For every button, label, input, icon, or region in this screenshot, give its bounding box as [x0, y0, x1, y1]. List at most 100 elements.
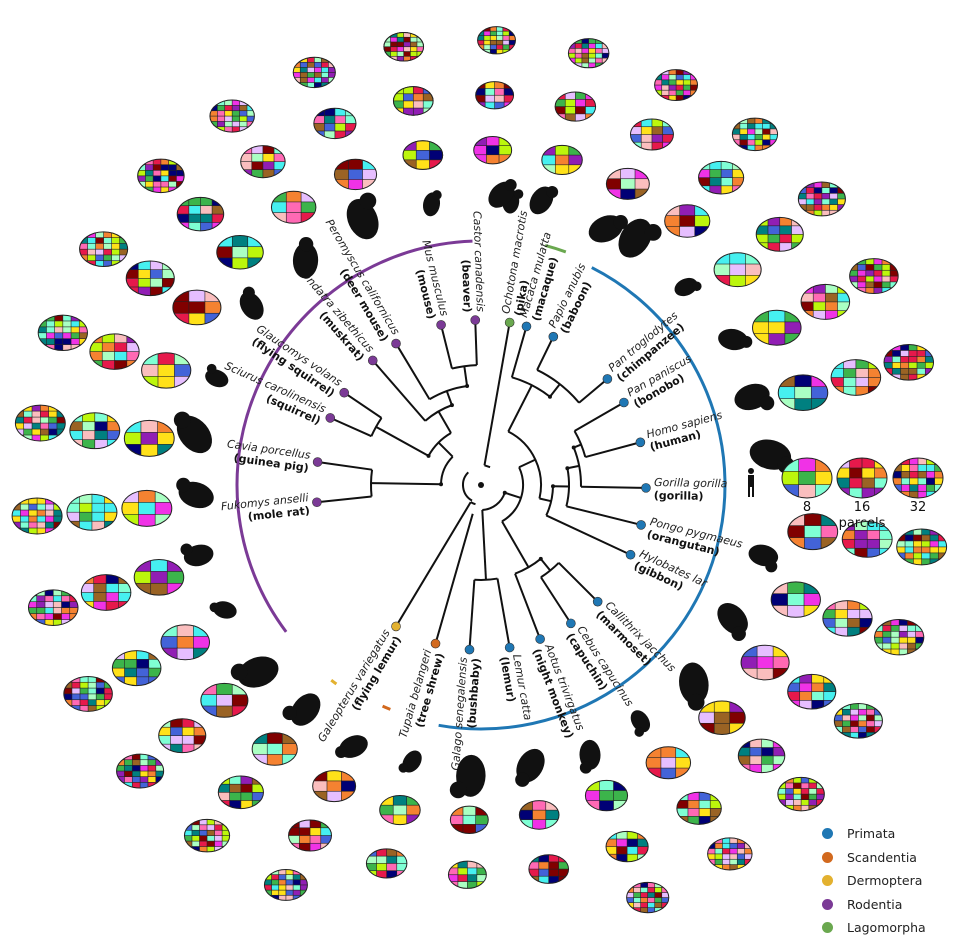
species-label: Tupaia belangeri(tree shrew) [397, 648, 447, 743]
tree-branch [497, 579, 509, 648]
tree-branch [537, 337, 553, 370]
tree-branch [447, 391, 452, 405]
tree-branch [376, 427, 428, 456]
legend-dot-dermoptera [822, 875, 833, 886]
animal-head-shape [688, 694, 705, 711]
parcel-count-32: 32 [910, 500, 927, 515]
tree-branch [317, 496, 372, 502]
species-dot [431, 639, 440, 648]
tree-node [565, 466, 569, 470]
tree-node [548, 395, 552, 399]
tree-node [439, 482, 443, 486]
species-dot [437, 320, 446, 329]
tree-branch [439, 411, 452, 433]
tree-branch [464, 366, 467, 386]
animal-head-shape [546, 186, 558, 198]
tree-branch [519, 460, 535, 468]
species-label: Fukomys anselli(mole rat) [220, 491, 310, 526]
tree-branch [502, 521, 529, 567]
species-label: Castor canadensis(beaver) [457, 211, 487, 313]
legend-dot-lagomorpha [822, 922, 833, 933]
order-legend: Primata Scandentia Dermoptera Rodentia L… [822, 822, 972, 940]
animal-head-shape [760, 396, 774, 410]
species-dot [471, 316, 480, 325]
species-dot [313, 458, 322, 467]
tree-branch [515, 574, 540, 639]
animal-head-shape [181, 543, 193, 555]
species-dot [368, 356, 377, 365]
animal-head-shape [645, 224, 662, 241]
legend-dot-scandentia [822, 852, 833, 863]
tree-branch [441, 457, 453, 485]
species-tips: Ochotona macrotis(pika)Macaca mulatta(ma… [218, 209, 745, 771]
tree-branch [441, 325, 452, 369]
parcel-count-8: 8 [803, 500, 811, 515]
animal-head-shape [515, 772, 529, 786]
tree-branch [344, 393, 381, 418]
animal-head-shape [432, 190, 442, 200]
common-name: (beaver) [459, 259, 474, 312]
species-label: Homo sapiens(human) [645, 408, 727, 453]
tree-branch [318, 462, 372, 470]
animal-head-shape [740, 336, 752, 348]
species-dot [392, 622, 401, 631]
tree-branch [541, 577, 571, 623]
species-dot [340, 388, 349, 397]
species-dot [626, 550, 635, 559]
animal-head-shape [399, 763, 409, 773]
species-dot [522, 322, 531, 331]
animal-head-shape [580, 762, 592, 774]
animal-head-shape [282, 706, 296, 720]
tree-branch [396, 344, 429, 400]
tree-root [478, 482, 484, 488]
species-dot [641, 483, 650, 492]
species-dot [536, 635, 545, 644]
legend-label: Scandentia [847, 850, 917, 865]
tree-branch [581, 487, 646, 488]
species-dot [593, 597, 602, 606]
legend-item-rodentia: Rodentia [822, 893, 972, 917]
animal-head-shape [299, 237, 313, 251]
animal-head-shape [176, 478, 190, 492]
tree-branch [439, 443, 453, 457]
animal-head-shape [243, 287, 255, 299]
animal-head-shape [174, 412, 191, 429]
legend-dot-rodentia [822, 899, 833, 910]
tree-node [450, 403, 454, 407]
tree-branch [436, 514, 473, 644]
species-label: Gorilla gorilla(gorilla) [654, 476, 728, 503]
tree-branch [463, 472, 472, 500]
species-dot [636, 438, 645, 447]
tree-node [572, 446, 576, 450]
tree-branch [482, 510, 486, 580]
species-dot [312, 498, 321, 507]
scientific-name: Gorilla gorilla [654, 476, 728, 490]
animal-head-shape [765, 560, 777, 572]
species-label: Lemur catta(lemur) [497, 653, 534, 724]
animal-head-shape [514, 189, 524, 199]
tree-branch [469, 580, 474, 650]
arc-scandentia [383, 706, 391, 709]
species-dot [549, 332, 558, 341]
tree-branch [505, 493, 521, 498]
tree-branch [559, 563, 598, 602]
species-dot [392, 339, 401, 348]
animal-head-shape [231, 664, 248, 681]
animal-head-shape [634, 727, 644, 737]
species-dot [619, 398, 628, 407]
species-dot [326, 413, 335, 422]
tree-branch [546, 515, 630, 554]
animal-head-shape [505, 179, 517, 191]
tree-branch [373, 360, 425, 420]
tree-branch [371, 483, 441, 484]
tree-branch [579, 379, 607, 403]
tree-node [503, 491, 507, 495]
tree-branch [541, 559, 550, 571]
species-dot [637, 520, 646, 529]
species-label: Galeopterus variegatus(flying lemur) [315, 627, 404, 751]
tree-branch [575, 403, 624, 432]
legend-item-lagomorpha: Lagomorpha [822, 916, 972, 940]
legend-item-scandentia: Scandentia [822, 846, 972, 870]
animal-head-shape [359, 193, 376, 210]
animal-head-shape [692, 281, 702, 291]
